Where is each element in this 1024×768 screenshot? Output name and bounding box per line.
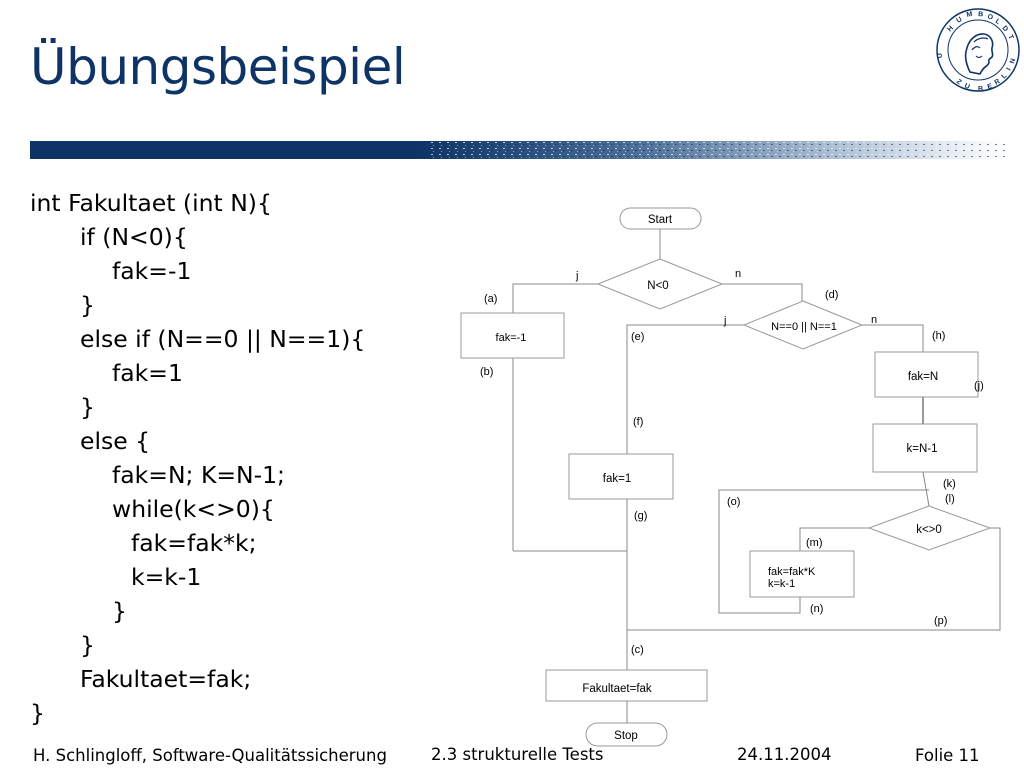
process-label: fak=fak*K [768, 566, 816, 578]
branch-yes-label: j [575, 270, 578, 282]
header-band [30, 141, 1006, 159]
svg-text:U: U [956, 16, 964, 25]
process-k-init [872, 423, 978, 473]
code-line: } [112, 597, 127, 625]
svg-text:B: B [978, 86, 983, 93]
code-line: while(k<>0){ [112, 495, 275, 523]
footer-date: 24.11.2004 [737, 745, 832, 764]
svg-text:L: L [994, 18, 1002, 27]
process-label: k=N-1 [907, 443, 938, 455]
edge-label: (k) [943, 478, 956, 490]
svg-text:O: O [986, 13, 994, 22]
branch-yes-label: j [723, 315, 726, 327]
stop-terminal [585, 722, 668, 747]
code-line: fak=-1 [112, 257, 192, 285]
footer-section: 2.3 strukturelle Tests [431, 745, 604, 764]
edge-label: (c) [631, 644, 644, 656]
svg-text:D: D [1000, 25, 1009, 33]
process-fak-neg [460, 312, 565, 359]
code-line: } [30, 699, 45, 727]
code-line: } [80, 291, 95, 319]
svg-text:U: U [963, 82, 971, 90]
decision-label: k<>0 [916, 524, 942, 536]
svg-text:M: M [966, 11, 973, 19]
code-line: k=k-1 [131, 563, 202, 591]
edge-label: (p) [934, 615, 947, 627]
svg-text:E: E [987, 83, 994, 91]
connector [627, 527, 1001, 631]
code-line: if (N<0){ [80, 223, 188, 251]
process-fak-n [874, 351, 979, 398]
edge-label: (d) [825, 289, 838, 301]
connector [922, 471, 930, 507]
decision-loop [867, 505, 992, 551]
process-label: k=k-1 [768, 578, 795, 590]
code-line: } [80, 631, 95, 659]
process-loop-body [749, 550, 855, 598]
decision-label: N==0 || N==1 [771, 321, 837, 333]
edge-label: (l) [945, 493, 955, 505]
decision-n-negative [596, 258, 724, 310]
code-line: } [80, 393, 95, 421]
edge-label: (h) [932, 330, 945, 342]
process-fak-one [568, 453, 674, 500]
edge-label: (b) [480, 366, 493, 378]
process-label: fak=-1 [496, 332, 527, 344]
branch-no-label: n [735, 268, 741, 280]
decision-label: N<0 [647, 280, 668, 292]
process-label: fak=1 [603, 473, 631, 485]
footer-slide-number: Folie 11 [915, 746, 980, 765]
code-listing: int Fakultaet (int N){ if (N<0){ fak=-1 … [30, 186, 365, 730]
university-seal-icon: H U M B O L D T U Z U B E R L I N [936, 8, 1020, 93]
edge-label: (g) [634, 510, 647, 522]
code-line: fak=fak*k; [131, 529, 257, 557]
svg-text:U: U [937, 53, 944, 59]
svg-text:L: L [1000, 72, 1008, 80]
edge-label: (o) [727, 496, 740, 508]
code-line: else if (N==0 || N==1){ [80, 325, 366, 353]
edge-label: (e) [631, 331, 644, 343]
process-label: fak=N [908, 371, 938, 383]
svg-text:I: I [1006, 67, 1013, 72]
edge-label: (m) [806, 537, 823, 549]
connector [626, 324, 744, 670]
connector [799, 527, 869, 551]
connector [718, 489, 929, 614]
code-line: else { [80, 427, 151, 455]
branch-no-label: n [871, 314, 877, 326]
edge-label: (a) [484, 293, 497, 305]
decision-n-zero-one [742, 300, 864, 350]
svg-text:R: R [994, 78, 1002, 87]
edge-label: (f) [633, 416, 643, 428]
edge-label: (j) [974, 380, 984, 392]
footer-author: H. Schlingloff, Software-Qualitätssicher… [33, 746, 387, 765]
code-line: Fakultaet=fak; [80, 665, 252, 693]
edge-label: (n) [810, 603, 823, 615]
svg-text:H: H [946, 25, 955, 34]
code-line: fak=N; K=N-1; [112, 461, 285, 489]
start-terminal [619, 207, 702, 230]
connector [862, 324, 924, 352]
process-label: Fakultaet=fak [582, 683, 652, 695]
connector [722, 283, 803, 301]
code-line: int Fakultaet (int N){ [30, 189, 272, 217]
slide-title: Übungsbeispiel [30, 38, 406, 96]
stop-label: Stop [614, 730, 638, 742]
svg-text:Z: Z [955, 78, 963, 87]
connector [512, 283, 600, 313]
code-line: fak=1 [112, 359, 183, 387]
start-label: Start [648, 214, 673, 226]
svg-text:N: N [1009, 58, 1017, 65]
process-result [545, 669, 708, 702]
svg-text:B: B [978, 11, 984, 18]
svg-text:T: T [1006, 34, 1014, 41]
